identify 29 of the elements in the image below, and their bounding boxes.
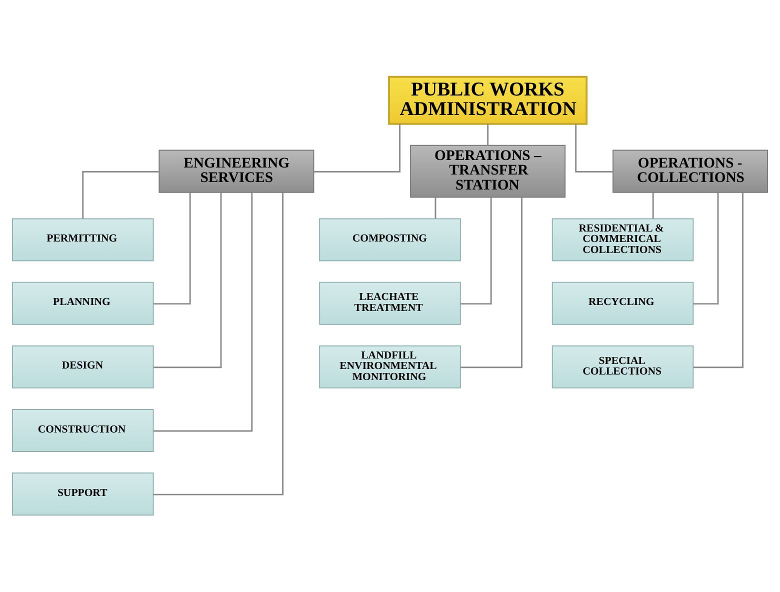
connector bbox=[154, 192, 191, 305]
connector bbox=[314, 124, 401, 173]
connector bbox=[693, 192, 719, 305]
connector bbox=[575, 124, 613, 173]
node-box: COMPOSTING bbox=[319, 218, 461, 262]
node-box: PERMITTING bbox=[12, 218, 154, 262]
node-box: LANDFILL ENVIRONMENTAL MONITORING bbox=[319, 345, 461, 388]
node-box: ENGINEERING SERVICES bbox=[158, 150, 314, 193]
node-box: SUPPORT bbox=[12, 472, 154, 516]
node-box: CONSTRUCTION bbox=[12, 408, 154, 452]
connector bbox=[693, 192, 744, 368]
node-box: SPECIAL COLLECTIONS bbox=[552, 345, 694, 388]
connector bbox=[434, 198, 436, 219]
connector bbox=[82, 171, 159, 219]
node-box: RECYCLING bbox=[552, 282, 694, 325]
node-box: OPERATIONS – TRANSFER STATION bbox=[410, 144, 566, 198]
node-box: DESIGN bbox=[12, 345, 154, 388]
connector bbox=[460, 197, 492, 305]
node-box: PUBLIC WORKS ADMINISTRATION bbox=[388, 76, 588, 125]
connector bbox=[154, 192, 253, 432]
connector bbox=[652, 192, 654, 219]
node-box: RESIDENTIAL & COMMERICAL COLLECTIONS bbox=[552, 218, 694, 262]
connector bbox=[460, 197, 522, 368]
node-box: LEACHATE TREATMENT bbox=[319, 282, 461, 325]
node-box: OPERATIONS - COLLECTIONS bbox=[612, 150, 768, 193]
connector bbox=[154, 192, 222, 368]
connector bbox=[487, 124, 489, 146]
connector bbox=[153, 192, 284, 496]
node-box: PLANNING bbox=[12, 282, 154, 325]
